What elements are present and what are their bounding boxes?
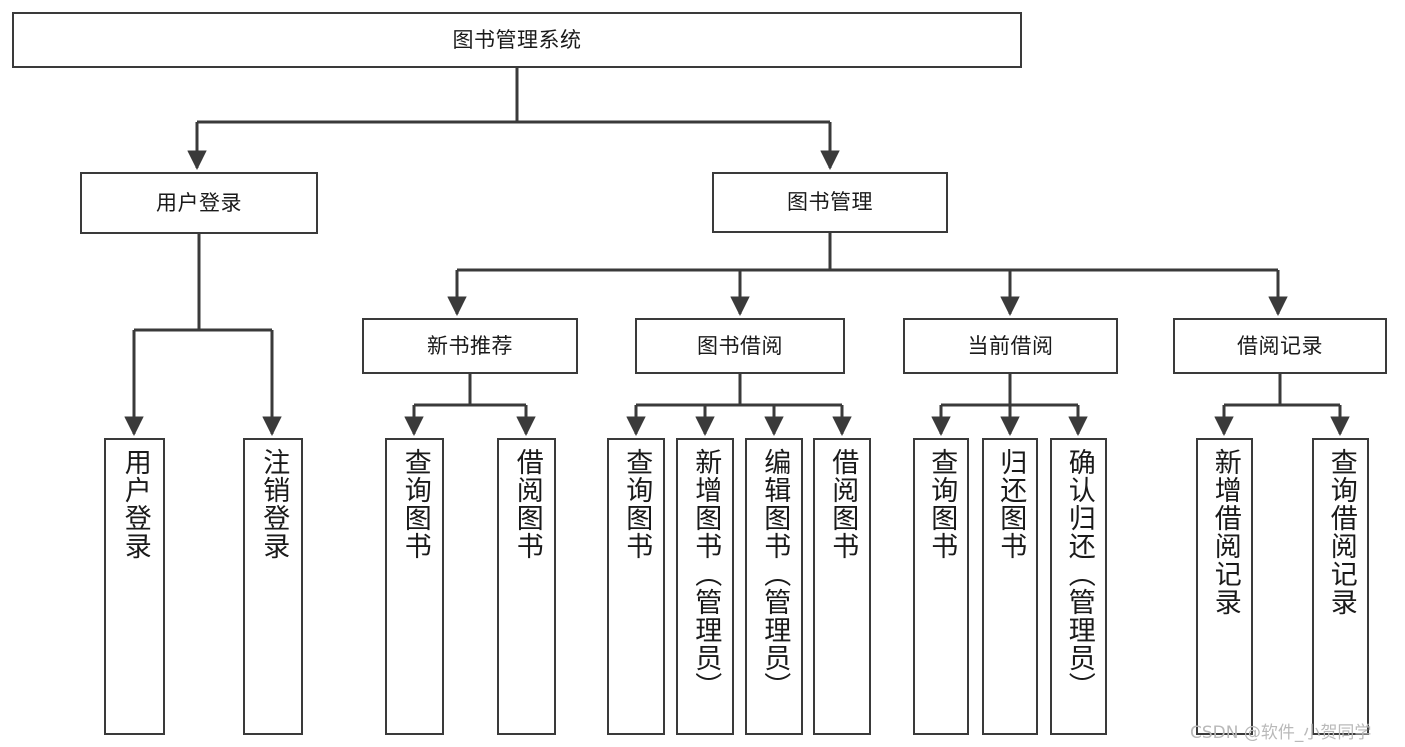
node-label: 用户登录 — [119, 448, 151, 560]
node-root[interactable]: 图书管理系统 — [12, 12, 1022, 68]
node-label: 查询借阅记录 — [1325, 448, 1357, 616]
csdn-watermark: CSDN @软件_小贺同学 — [1190, 723, 1372, 743]
node-user-login[interactable]: 用户登录 — [80, 172, 318, 234]
node-label: 确认归还（管理员） — [1063, 448, 1095, 700]
leaf-edit-book-admin[interactable]: 编辑图书（管理员） — [745, 438, 803, 735]
node-label: 用户登录 — [156, 190, 242, 215]
node-label: 注销登录 — [258, 448, 290, 560]
leaf-query-borrow-record[interactable]: 查询借阅记录 — [1312, 438, 1369, 735]
node-label: 查询图书 — [621, 448, 653, 560]
leaf-query-book-borrow[interactable]: 查询图书 — [607, 438, 665, 735]
leaf-query-book-current[interactable]: 查询图书 — [913, 438, 969, 735]
node-label: 图书管理 — [787, 190, 873, 215]
node-label: 新增借阅记录 — [1209, 448, 1241, 616]
leaf-query-book-recommend[interactable]: 查询图书 — [385, 438, 444, 735]
node-book-borrow[interactable]: 图书借阅 — [635, 318, 845, 374]
node-label: 编辑图书（管理员） — [759, 448, 791, 700]
leaf-confirm-return-admin[interactable]: 确认归还（管理员） — [1050, 438, 1107, 735]
leaf-return-book[interactable]: 归还图书 — [982, 438, 1038, 735]
leaf-logout[interactable]: 注销登录 — [243, 438, 303, 735]
leaf-add-book-admin[interactable]: 新增图书（管理员） — [676, 438, 734, 735]
node-label: 新书推荐 — [427, 333, 513, 358]
node-label: 查询图书 — [926, 448, 958, 560]
leaf-borrow-book[interactable]: 借阅图书 — [813, 438, 871, 735]
node-label: 图书借阅 — [697, 333, 783, 358]
node-current-borrow[interactable]: 当前借阅 — [903, 318, 1118, 374]
node-label: 借阅图书 — [511, 448, 543, 560]
leaf-user-login[interactable]: 用户登录 — [104, 438, 165, 735]
node-label: 归还图书 — [995, 448, 1027, 560]
leaf-add-borrow-record[interactable]: 新增借阅记录 — [1196, 438, 1253, 735]
node-book-management[interactable]: 图书管理 — [712, 172, 948, 233]
leaf-borrow-book-recommend[interactable]: 借阅图书 — [497, 438, 556, 735]
node-label: 借阅图书 — [827, 448, 859, 560]
node-borrow-records[interactable]: 借阅记录 — [1173, 318, 1387, 374]
node-new-book-recommend[interactable]: 新书推荐 — [362, 318, 578, 374]
node-label: 查询图书 — [399, 448, 431, 560]
node-label: 当前借阅 — [967, 333, 1054, 358]
node-label: 借阅记录 — [1237, 333, 1323, 358]
node-label: 新增图书（管理员） — [690, 448, 722, 700]
node-label: 图书管理系统 — [452, 27, 582, 52]
